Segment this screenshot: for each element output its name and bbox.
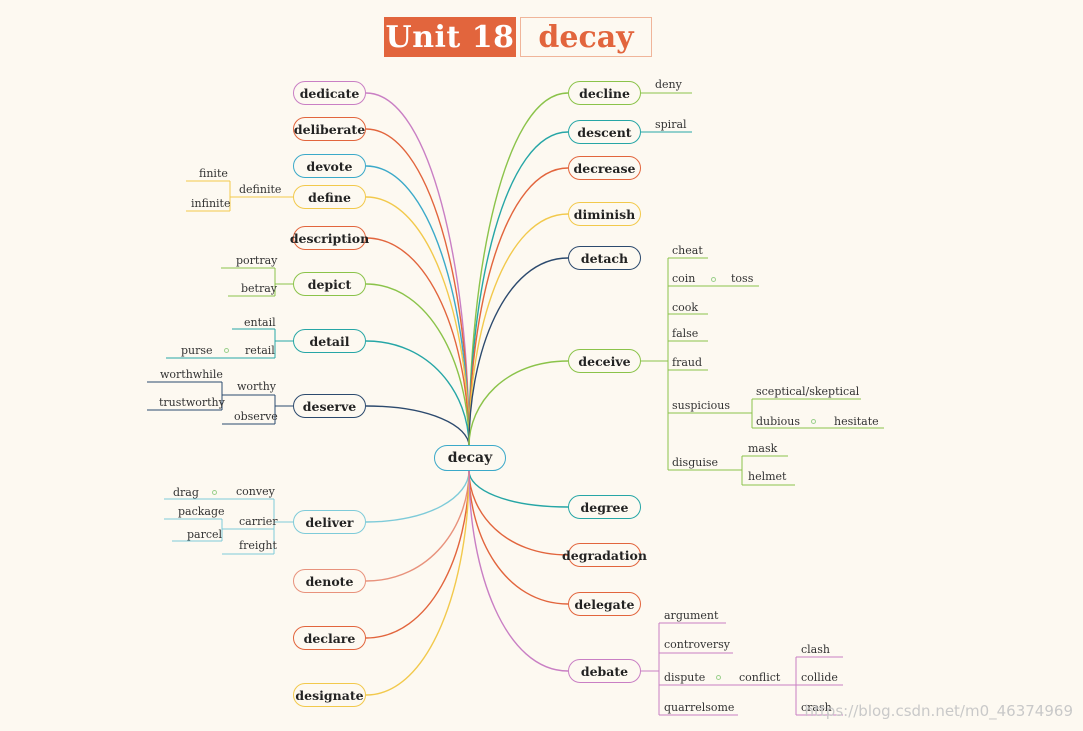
word-betray: betray (241, 282, 278, 295)
connector-descent (468, 131, 569, 447)
connector-decrease (468, 167, 569, 447)
node-declare[interactable]: declare (293, 626, 366, 650)
node-deliver[interactable]: deliver (293, 510, 366, 534)
word-finite: finite (199, 167, 228, 180)
node-delegate[interactable]: delegate (568, 592, 641, 616)
node-degradation[interactable]: degradation (562, 543, 647, 567)
word-spiral: spiral (655, 118, 687, 131)
connector-define (365, 196, 470, 447)
word-definite: definite (239, 183, 282, 196)
word-dispute: dispute (664, 671, 706, 684)
word-argument: argument (664, 609, 719, 622)
word-portray: portray (236, 254, 278, 267)
node-descent[interactable]: descent (568, 120, 641, 144)
word-dubious: dubious (756, 415, 801, 428)
word-cook: cook (672, 301, 699, 314)
connector-depict (365, 283, 470, 447)
word-worthy: worthy (237, 380, 277, 393)
word-collide: collide (801, 671, 838, 684)
connector-deliver (365, 470, 470, 523)
connector-decline (468, 92, 569, 447)
connector-denote (365, 470, 470, 582)
node-dedicate[interactable]: dedicate (293, 81, 366, 105)
word-mask: mask (748, 442, 778, 455)
connector-degree (468, 470, 569, 508)
unit-title: Unit 18 (384, 17, 516, 57)
node-define[interactable]: define (293, 185, 366, 209)
link-circle (212, 490, 217, 495)
node-debate[interactable]: debate (568, 659, 641, 683)
node-designate[interactable]: designate (293, 683, 366, 707)
node-deserve[interactable]: deserve (293, 394, 366, 418)
word-observe: observe (234, 410, 278, 423)
word-deny: deny (655, 78, 682, 91)
connector-description (365, 237, 470, 447)
word-entail: entail (244, 316, 276, 329)
node-decrease[interactable]: decrease (568, 156, 641, 180)
word-trustworthy: trustworthy (159, 396, 225, 409)
word-sceptical: sceptical/skeptical (756, 385, 860, 398)
word-convey: convey (236, 485, 275, 498)
connector-delegate (468, 470, 569, 605)
connector-detach (468, 257, 569, 447)
word-coin: coin (672, 272, 696, 285)
word-controversy: controversy (664, 638, 731, 651)
node-devote[interactable]: devote (293, 154, 366, 178)
word-clash: clash (801, 643, 830, 656)
word-package: package (178, 505, 225, 518)
node-denote[interactable]: denote (293, 569, 366, 593)
word-parcel: parcel (187, 528, 223, 541)
link-circle (224, 348, 229, 353)
word-hesitate: hesitate (834, 415, 879, 428)
link-circle (811, 419, 816, 424)
connector-detail (365, 340, 470, 447)
word-false: false (672, 327, 699, 340)
node-decline[interactable]: decline (568, 81, 641, 105)
connector-designate (365, 470, 470, 696)
connector-deserve (365, 405, 470, 447)
word-fraud: fraud (672, 356, 703, 369)
node-deliberate[interactable]: deliberate (293, 117, 366, 141)
connector-degradation (468, 470, 569, 556)
word-suspicious: suspicious (672, 399, 730, 412)
word-cheat: cheat (672, 244, 703, 257)
node-deceive[interactable]: deceive (568, 349, 641, 373)
word-worthwhile: worthwhile (160, 368, 223, 381)
word-drag: drag (173, 486, 199, 499)
word-toss: toss (731, 272, 754, 285)
word-conflict: conflict (739, 671, 781, 684)
link-circle (716, 675, 721, 680)
word-helmet: helmet (748, 470, 787, 483)
word-crash: crash (801, 701, 832, 714)
connector-dedicate (365, 92, 470, 447)
node-degree[interactable]: degree (568, 495, 641, 519)
word-quarrelsome: quarrelsome (664, 701, 735, 714)
link-circle (711, 277, 716, 282)
word-infinite: infinite (191, 197, 231, 210)
connector-deceive (468, 360, 569, 447)
word-carrier: carrier (239, 515, 278, 528)
node-depict[interactable]: depict (293, 272, 366, 296)
connector-devote (365, 165, 470, 447)
node-detail[interactable]: detail (293, 329, 366, 353)
node-diminish[interactable]: diminish (568, 202, 641, 226)
word-purse: purse (181, 344, 213, 357)
center-node-decay[interactable]: decay (434, 445, 506, 471)
word-retail: retail (245, 344, 275, 357)
title-word: decay (520, 17, 652, 57)
connector-deliberate (365, 128, 470, 447)
node-detach[interactable]: detach (568, 246, 641, 270)
connector-debate (468, 470, 569, 672)
connector-declare (365, 470, 470, 639)
word-freight: freight (239, 539, 277, 552)
node-description[interactable]: description (290, 226, 369, 250)
connector-diminish (468, 213, 569, 447)
word-disguise: disguise (672, 456, 719, 469)
watermark: https://blog.csdn.net/m0_46374969 (804, 702, 1073, 720)
